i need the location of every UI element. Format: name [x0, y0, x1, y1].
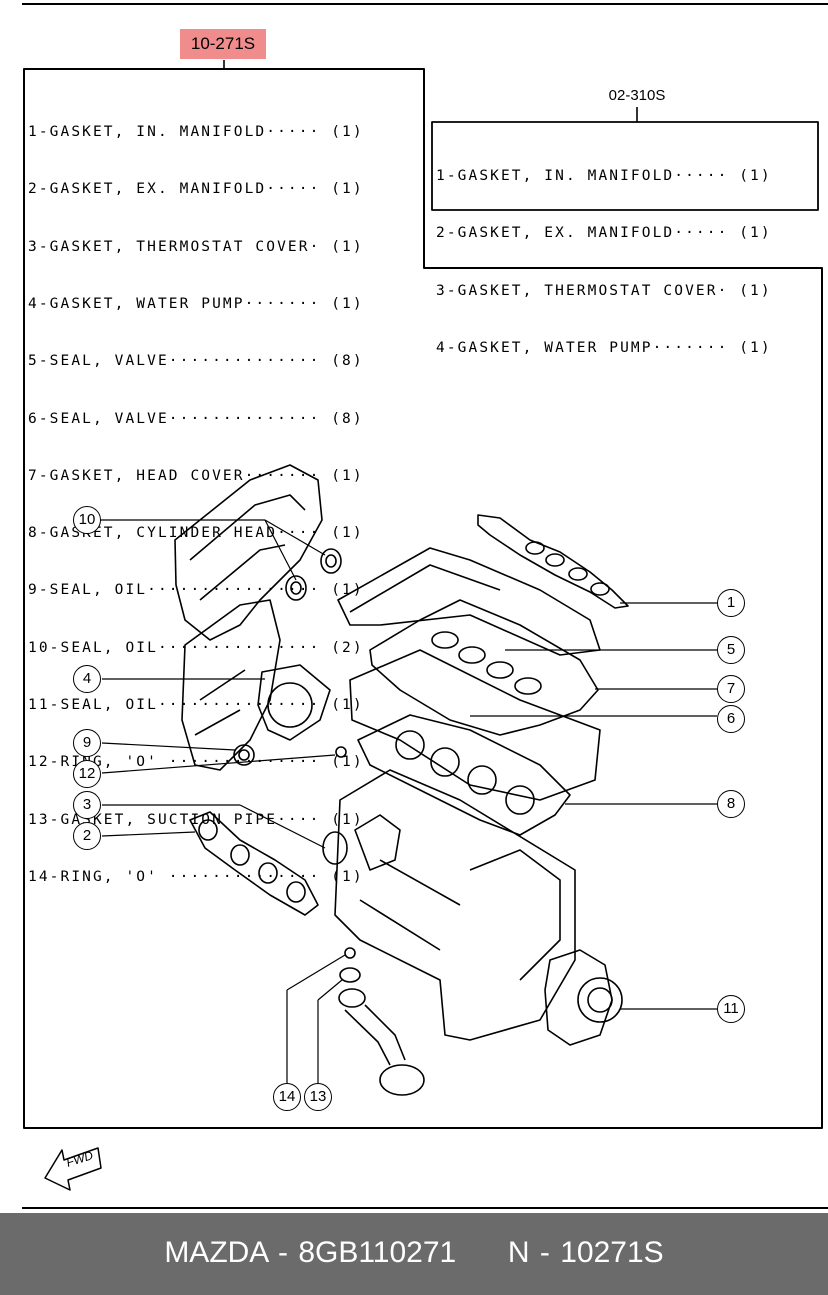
alt-part-ref: 02-310S: [608, 87, 666, 104]
callout-4: 4: [73, 665, 101, 693]
rear-oil-seal-drawing: [544, 949, 623, 1046]
parts-list-item: 6-SEAL, VALVE·············· (8): [28, 410, 364, 427]
callout-6: 6: [717, 705, 745, 733]
fwd-arrow-icon: [44, 1147, 102, 1191]
callout-13: 13: [304, 1083, 332, 1111]
parts-list-item: 7-GASKET, HEAD COVER······· (1): [28, 467, 364, 484]
callout-2: 2: [73, 822, 101, 850]
parts-list-item: 1-GASKET, IN. MANIFOLD····· (1): [28, 124, 364, 141]
parts-list-item: 13-GASKET, SUCTION PIPE···· (1): [28, 811, 364, 828]
callout-7: 7: [717, 675, 745, 703]
intake-manifold-gasket-drawing: [477, 514, 629, 609]
oil-pickup-drawing: [338, 947, 425, 1096]
parts-list-item: 4-GASKET, WATER PUMP······· (1): [436, 340, 772, 357]
parts-list-item: 3-GASKET, THERMOSTAT COVER· (1): [28, 238, 364, 255]
parts-list-item: 10-SEAL, OIL··············· (2): [28, 639, 364, 656]
oil-seal-10-drawing: [285, 548, 342, 601]
parts-list-item: 3-GASKET, THERMOSTAT COVER· (1): [436, 282, 772, 299]
timing-cover-drawing: [174, 464, 323, 771]
parts-list-item: 2-GASKET, EX. MANIFOLD····· (1): [28, 181, 364, 198]
cylinder-head-drawing: [349, 649, 601, 801]
main-parts-list: 1-GASKET, IN. MANIFOLD····· (1) 2-GASKET…: [28, 85, 364, 906]
parts-list-item: 11-SEAL, OIL··············· (1): [28, 697, 364, 713]
callout-3: 3: [73, 791, 101, 819]
parts-list-item: 14-RING, 'O' ·············· (1): [28, 868, 364, 885]
head-gasket-drawing: [357, 714, 571, 836]
leader-lines: [100, 519, 717, 1083]
sub-parts-list: 1-GASKET, IN. MANIFOLD····· (1) 2-GASKET…: [436, 129, 772, 377]
parts-list-item: 9-SEAL, OIL················ (1): [28, 582, 364, 599]
parts-list-item: 4-GASKET, WATER PUMP······· (1): [28, 296, 364, 313]
callout-11: 11: [717, 995, 745, 1023]
parts-list-item: 5-SEAL, VALVE·············· (8): [28, 353, 364, 370]
head-cover-gasket-drawing: [369, 599, 599, 736]
callout-10: 10: [73, 506, 101, 534]
part-ref-badge: 10-271S: [180, 29, 266, 59]
diagram-frame: [22, 3, 828, 1209]
parts-list-item: 1-GASKET, IN. MANIFOLD····· (1): [436, 168, 772, 185]
callout-5: 5: [717, 636, 745, 664]
callout-12: 12: [73, 760, 101, 788]
callout-1: 1: [717, 589, 745, 617]
callout-9: 9: [73, 729, 101, 757]
footer-bar: [0, 1213, 828, 1295]
callout-14: 14: [273, 1083, 301, 1111]
exhaust-manifold-gasket-drawing: [189, 811, 319, 916]
water-pump-gasket-drawing: [233, 664, 331, 766]
callout-8: 8: [717, 790, 745, 818]
engine-block-drawing: [334, 769, 576, 1041]
footer-part-number: MAZDA - 8GB110271 N - 10271S: [164, 1236, 664, 1269]
parts-list-item: 8-GASKET, CYLINDER HEAD···· (1): [28, 525, 364, 542]
parts-list-item: 2-GASKET, EX. MANIFOLD····· (1): [436, 225, 772, 242]
thermostat-gasket-drawing: [322, 746, 348, 865]
